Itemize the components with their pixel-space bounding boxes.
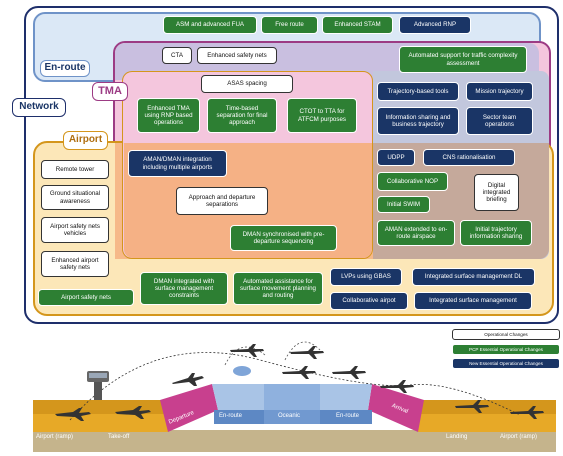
enroute-label: En-route: [40, 60, 90, 77]
plane-icon: [332, 366, 366, 379]
plane-icon: [510, 406, 544, 419]
time-based-separation-box: Time-based separation for final approach: [207, 98, 277, 133]
plane-icon: [282, 366, 316, 379]
dman-integrated-box: DMAN integrated with surface management …: [140, 272, 228, 305]
enhanced-tma-box: Enhanced TMA using RNP based operations: [137, 98, 200, 133]
initial-trajectory-box: Initial trajectory information sharing: [460, 220, 532, 246]
enhanced-safety-nets-box: Enhanced safety nets: [197, 47, 277, 64]
ground-right-top: [418, 400, 556, 414]
network-label: Network: [12, 98, 66, 117]
legend-new-essential: New Essential Operational Changes: [452, 358, 560, 369]
automated-support-box: Automated support for traffic complexity…: [399, 46, 527, 73]
legend-pcp: PCP Essential Operational Changes: [452, 344, 560, 355]
phase-airport-ramp-right: Airport (ramp): [500, 434, 538, 440]
dman-sync-box: DMAN synchronised with pre-departure seq…: [230, 225, 337, 251]
airport-safety-vehicles-box: Airport safety nets vehicles: [41, 217, 109, 243]
collaborative-nop-box: Collaborative NOP: [377, 172, 448, 191]
mission-trajectory-box: Mission trajectory: [466, 82, 533, 101]
ctot-tta-box: CTOT to TTA for ATFCM purposes: [287, 98, 357, 133]
phase-enroute-right: En-route: [336, 413, 360, 419]
ground-left-top: [33, 400, 168, 414]
ground-left: [33, 414, 168, 432]
asm-fua-box: ASM and advanced FUA: [163, 16, 257, 34]
remote-tower-box: Remote tower: [41, 160, 109, 179]
cta-box: CTA: [162, 47, 192, 64]
airport-safety-nets-box: Airport safety nets: [38, 289, 134, 306]
phase-landing: Landing: [446, 434, 468, 440]
integrated-surface-box: Integrated surface management: [414, 292, 532, 310]
enhanced-stam-box: Enhanced STAM: [322, 16, 393, 34]
plane-icon: [290, 346, 324, 359]
phase-takeoff: Take-off: [108, 434, 130, 440]
control-tower-icon: [87, 371, 109, 400]
asas-spacing-box: ASAS spacing: [201, 75, 293, 93]
integrated-surface-dl-box: Integrated surface management DL: [412, 268, 535, 286]
digital-briefing-box: Digital integrated briefing: [474, 174, 519, 211]
udpp-box: UDPP: [377, 149, 415, 166]
hold-arc-1: [224, 346, 266, 366]
plane-icon: [380, 380, 414, 393]
advanced-rnp-box: Advanced RNP: [399, 16, 471, 34]
legend-operational: Operational Changes: [452, 329, 560, 340]
phase-oceanic: Oceanic: [278, 413, 301, 419]
trajectory-tools-box: Trajectory-based tools: [377, 82, 459, 101]
automated-assistance-box: Automated assistance for surface movemen…: [233, 272, 323, 305]
plane-icon: [172, 373, 204, 386]
phase-departure: Departure: [168, 410, 195, 426]
ground-situational-box: Ground situational awareness: [41, 185, 109, 210]
initial-swim-box: Initial SWIM: [377, 196, 430, 213]
enhanced-airport-safety-box: Enhanced airport safety nets: [41, 251, 109, 277]
plane-icon: [230, 344, 264, 357]
plane-icon: [115, 406, 151, 419]
departure-slope: [160, 384, 218, 432]
hold-arc-2: [284, 341, 321, 361]
collaborative-airport-box: Collaborative airpot: [330, 292, 408, 310]
ground-right: [418, 414, 556, 432]
phase-airport-ramp-left: Airport (ramp): [36, 434, 74, 440]
plateau-top: [212, 384, 372, 410]
plane-icon: [55, 408, 91, 421]
lvps-gbas-box: LVPs using GBAS: [330, 268, 402, 286]
tma-label: TMA: [92, 82, 128, 101]
cns-rationalisation-box: CNS rationalisation: [423, 149, 515, 166]
plane-icon: [455, 400, 489, 413]
info-sharing-box: Information sharing and business traject…: [377, 107, 459, 135]
airport-label: Airport: [63, 131, 108, 150]
free-route-box: Free route: [261, 16, 318, 34]
sector-team-box: Sector team operations: [466, 107, 533, 135]
aman-extended-box: AMAN extended to en-route airspace: [377, 220, 455, 246]
phase-arrival: Arrival: [390, 403, 409, 415]
phase-enroute-left: En-route: [219, 413, 243, 419]
aman-dman-integration-box: AMAN/DMAN integration including multiple…: [128, 150, 227, 177]
weather-cloud-icon: [233, 366, 251, 376]
approach-departure-box: Approach and departure separations: [176, 187, 268, 215]
